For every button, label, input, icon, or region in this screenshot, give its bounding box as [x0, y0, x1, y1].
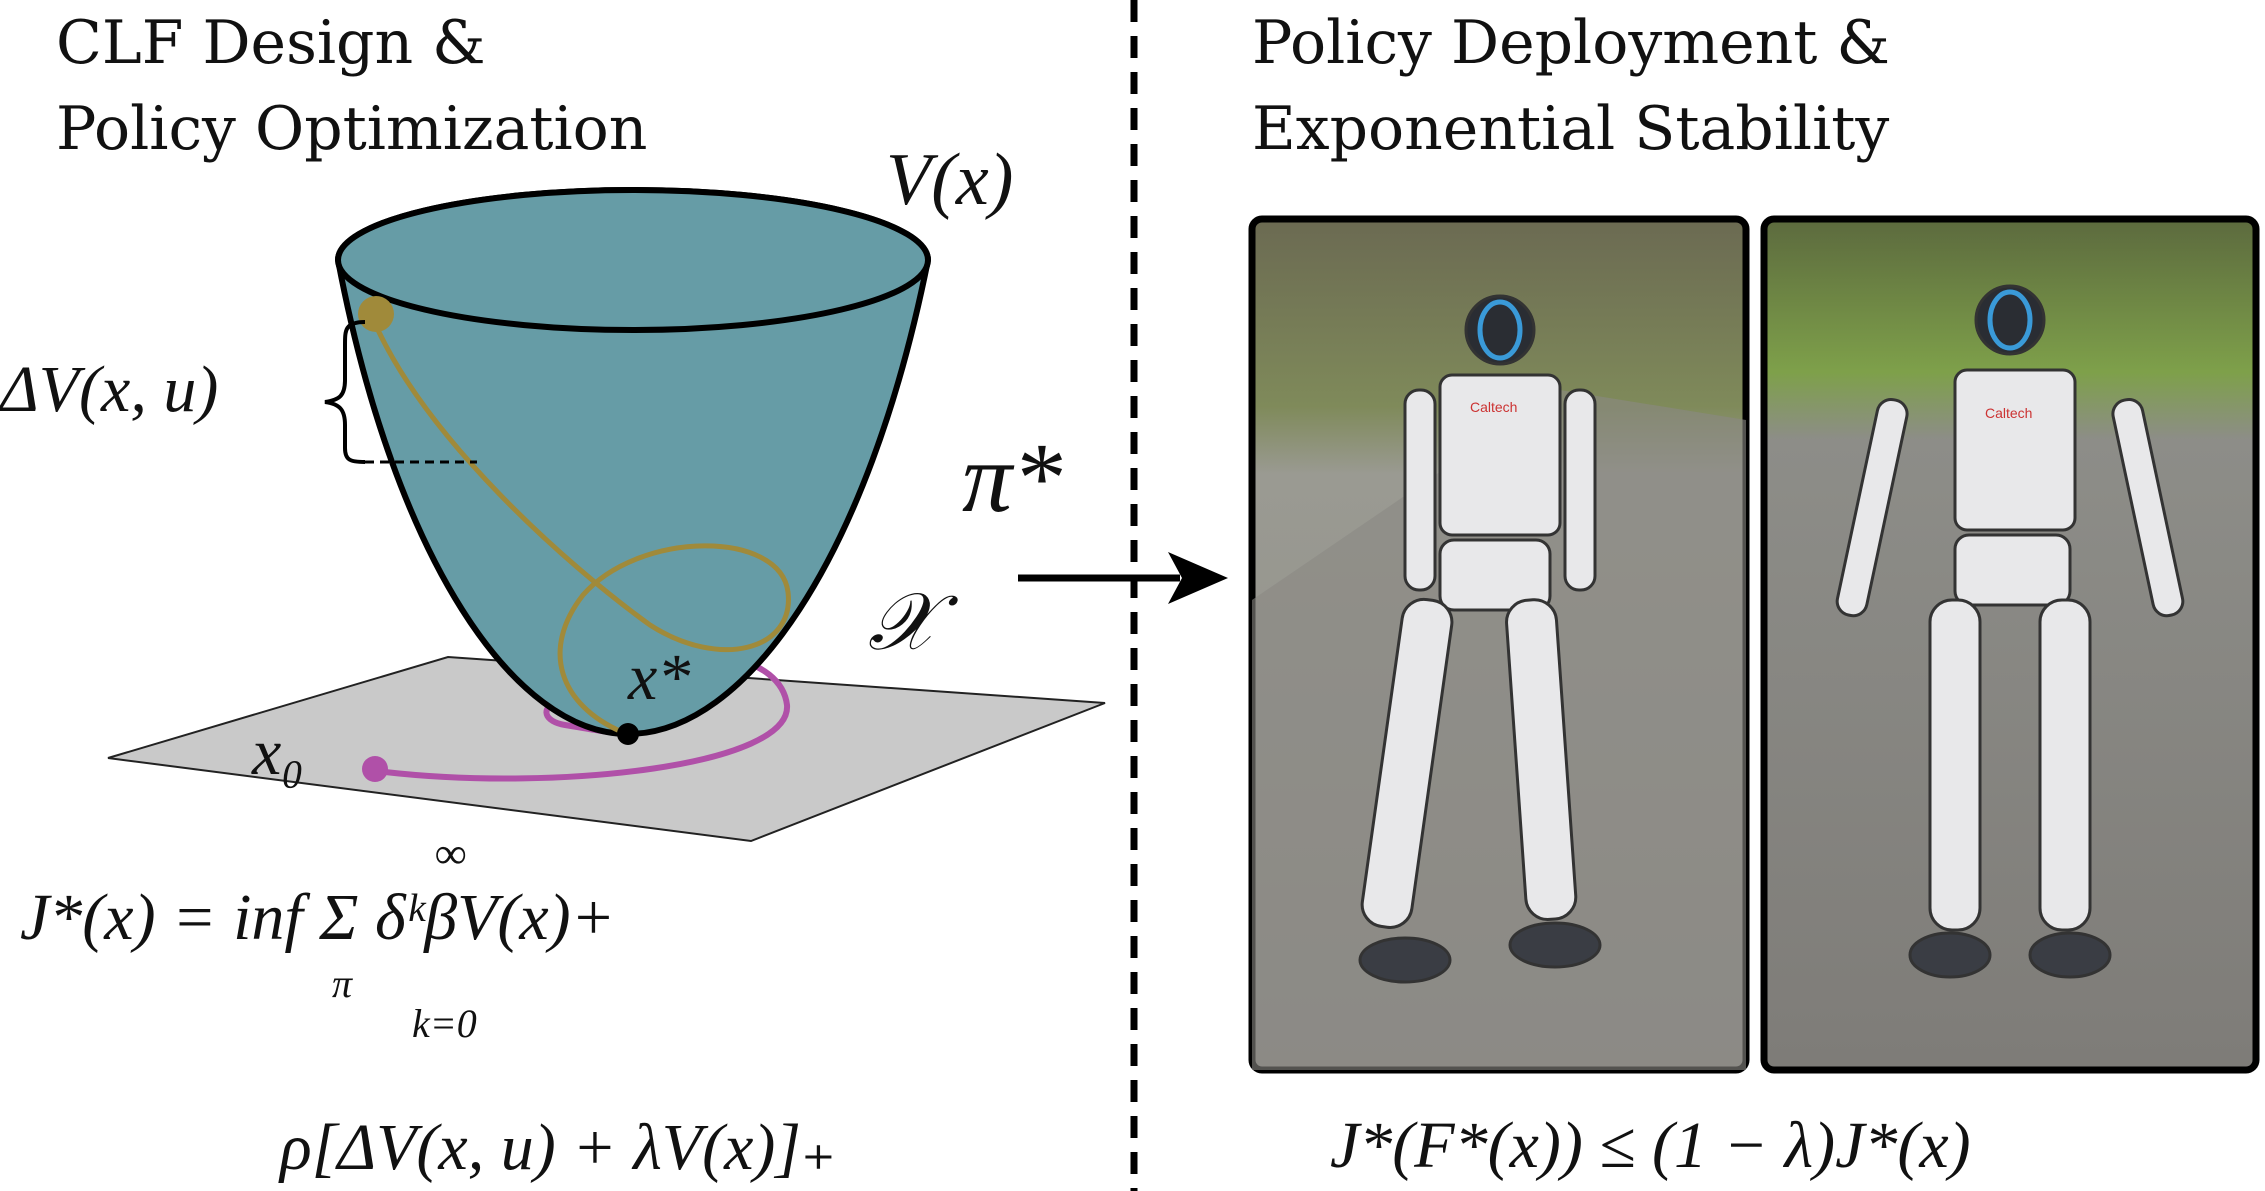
objective-line1: J*(x) = inf Σ δᵏβV(x)+ [20, 881, 616, 954]
robot-photo-1: Caltech [1248, 215, 1750, 1074]
left-title-line1: CLF Design & [56, 8, 486, 78]
delta-v-label: ΔV(x, u) [0, 353, 219, 426]
objective-line2: ρ[ΔV(x, u) + λV(x)]₊ [280, 1111, 836, 1184]
robot-photo-2: Caltech [1760, 215, 2260, 1074]
value-trajectory-start-dot [358, 296, 394, 332]
delta-v-brace [324, 320, 366, 464]
objective-sum-superscript: ∞ [435, 829, 467, 878]
policy-label: π* [962, 422, 1063, 533]
robot-logo-2: Caltech [1985, 405, 2032, 421]
robot-figure-1 [1358, 294, 1602, 984]
bowl-rim [335, 187, 931, 333]
objective-inf-subscript: π [332, 961, 353, 1006]
robot-logo-1: Caltech [1470, 399, 1517, 415]
objective-sum-subscript: k=0 [412, 1001, 477, 1046]
left-title-line2: Policy Optimization [56, 94, 648, 164]
right-title-line1: Policy Deployment & [1252, 8, 1890, 78]
equilibrium-dot [617, 723, 639, 745]
state-trajectory [384, 657, 791, 782]
value-trajectory [375, 328, 791, 735]
policy-arrow-head [1168, 552, 1228, 604]
equilibrium-label: x* [628, 641, 691, 714]
initial-state-dot [362, 756, 388, 782]
robot-figure-2 [1835, 284, 2185, 979]
value-function-label: V(x) [886, 139, 1014, 221]
right-title-line2: Exponential Stability [1252, 94, 1890, 164]
state-space-label: 𝒳 [868, 579, 937, 667]
stability-equation: J*(F*(x)) ≤ (1 − λ)J*(x) [1330, 1109, 1971, 1182]
state-space-plane [107, 655, 1106, 843]
initial-state-label: x₀ [252, 716, 305, 789]
